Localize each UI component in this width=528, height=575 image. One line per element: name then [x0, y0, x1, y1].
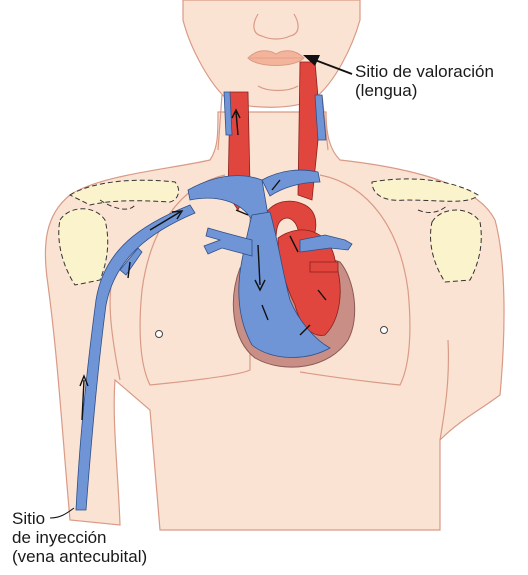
nipple-left: [156, 331, 163, 338]
assessment-site-line1: Sitio de valoración: [355, 62, 494, 81]
assessment-site-label: Sitio de valoración (lengua): [355, 62, 494, 100]
pulmonary-vein: [310, 262, 338, 272]
nipple-right: [381, 327, 388, 334]
injection-site-line3: (vena antecubital): [12, 547, 147, 566]
injection-site-line2: de inyección: [12, 528, 147, 547]
injection-site-line1: Sitio: [12, 509, 147, 528]
injection-site-label: Sitio de inyección (vena antecubital): [12, 509, 147, 566]
assessment-site-line2: (lengua): [355, 81, 494, 100]
clavicle-right: [372, 179, 478, 201]
clavicle-left: [70, 180, 179, 205]
